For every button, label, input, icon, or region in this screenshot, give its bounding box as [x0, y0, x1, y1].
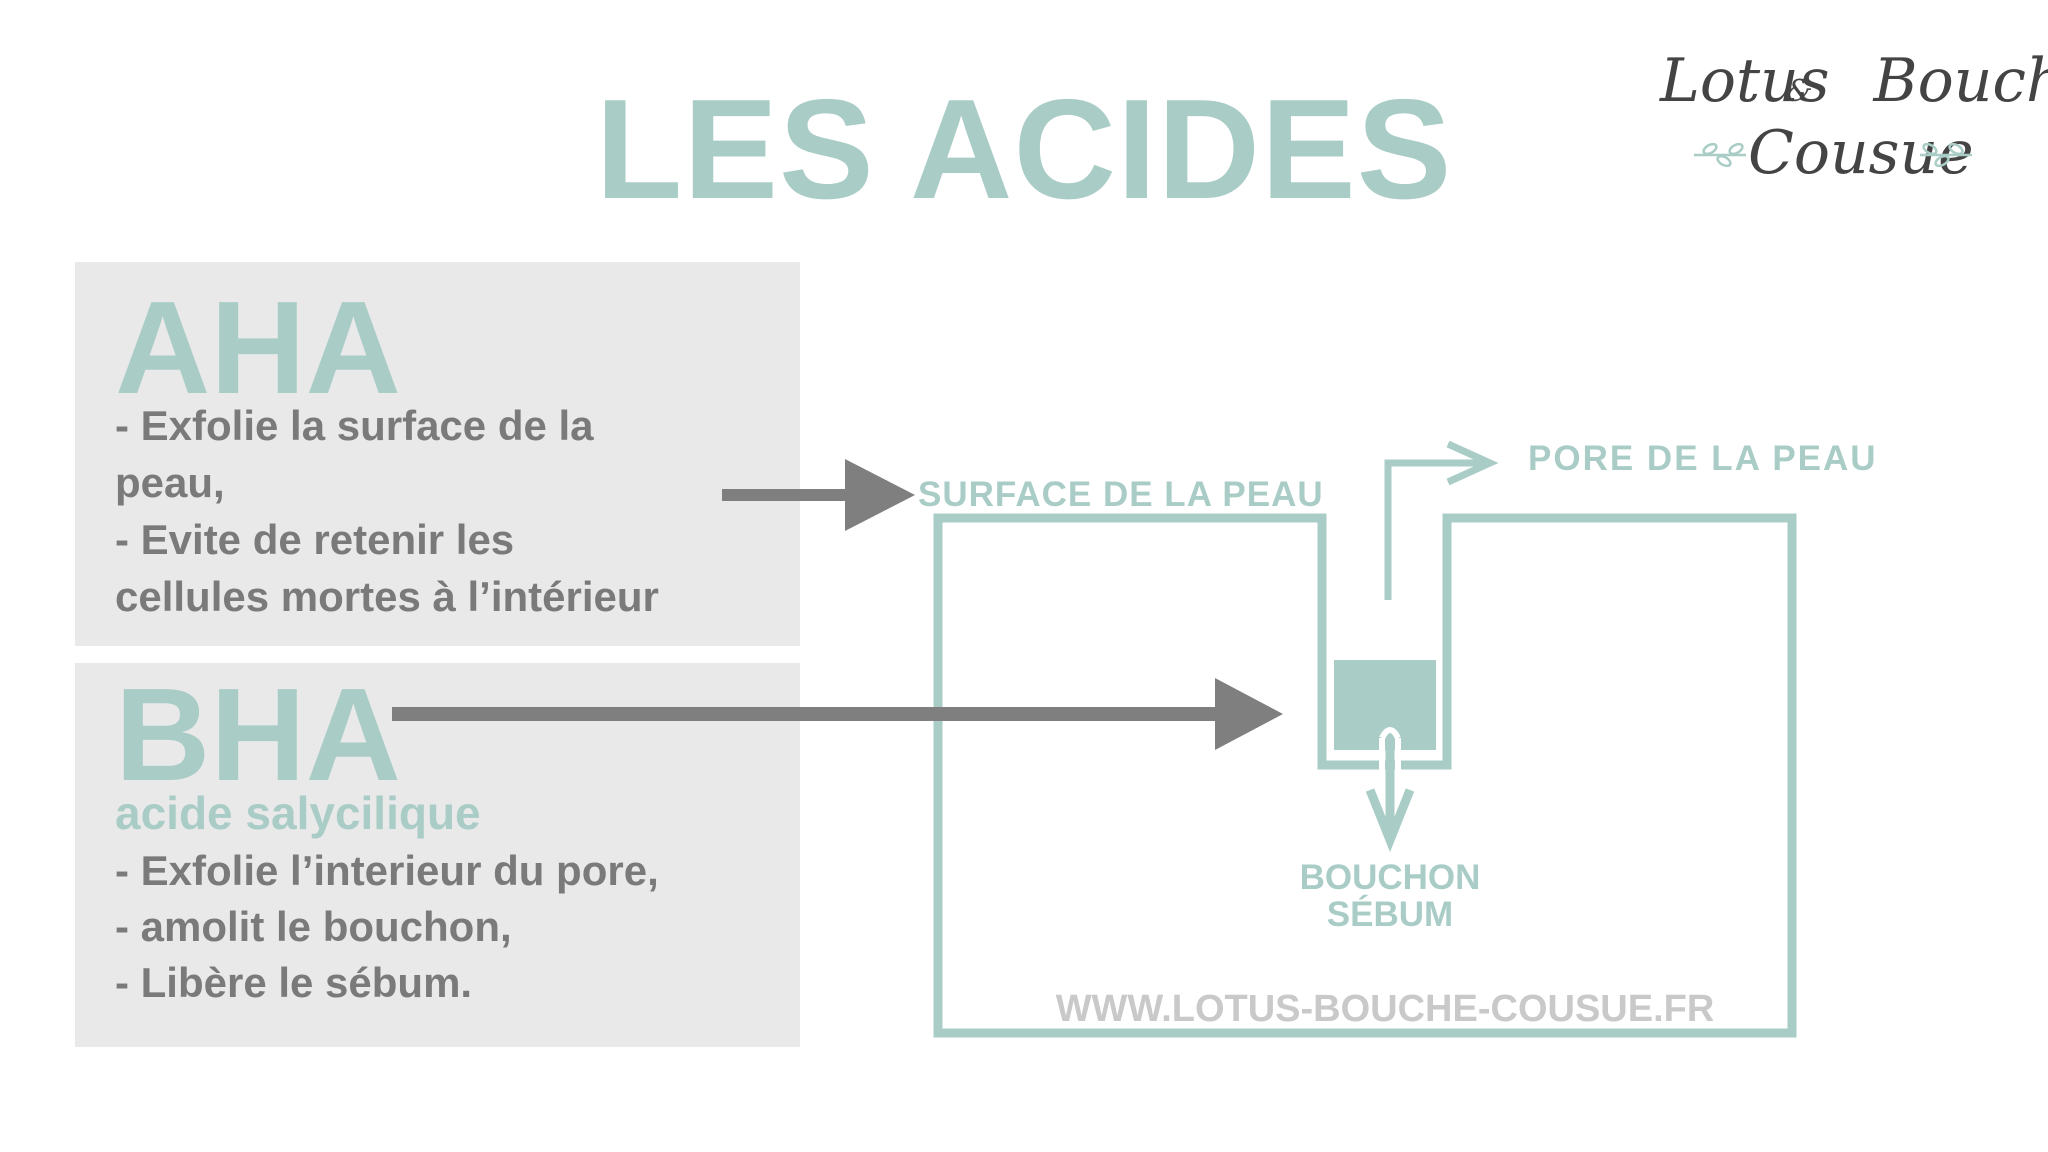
aha-line: peau, — [115, 459, 225, 506]
bha-line: - Exfolie l’interieur du pore, — [115, 847, 659, 894]
bha-subtitle: acide salycilique — [115, 787, 481, 839]
aha-line: - Evite de retenir les — [115, 516, 515, 563]
bha-description: - Exfolie l’interieur du pore, - amolit … — [115, 843, 659, 1011]
brand-logo: LotusBouche & Cousue — [1640, 40, 2048, 200]
page-title: LES ACIDES — [595, 70, 1453, 229]
bha-line: - Libère le sébum. — [115, 959, 473, 1006]
sebum-drip-icon — [1379, 727, 1401, 788]
aha-description: - Exfolie la surface de la peau, - Evite… — [115, 397, 795, 625]
aha-line: - Exfolie la surface de la — [115, 402, 594, 449]
aha-panel: AHA - Exfolie la surface de la peau, - E… — [75, 262, 800, 646]
bha-arrow-head-icon — [1215, 678, 1283, 750]
skin-outline — [933, 513, 1797, 1038]
down-arrow-icon — [1365, 745, 1415, 853]
website-url: WWW.LOTUS-BOUCHE-COUSUE.FR — [1056, 988, 1715, 1030]
leaf-right-icon — [1920, 142, 1972, 168]
logo-ampersand: & — [1786, 74, 1813, 109]
plug-label-line2: SÉBUM — [1327, 894, 1453, 934]
bha-line: - amolit le bouchon, — [115, 903, 512, 950]
aha-heading: AHA — [115, 274, 401, 421]
logo-text-lotus: LotusBouche — [1660, 46, 2048, 116]
pore-arrow-icon — [1384, 440, 1499, 600]
pore-label: PORE DE LA PEAU — [1528, 439, 1878, 478]
aha-line: cellules mortes à l’intérieur — [115, 573, 659, 620]
plug-label-line1: BOUCHON — [1300, 858, 1481, 897]
bha-panel: BHA acide salycilique - Exfolie l’interi… — [75, 663, 800, 1047]
bha-heading: BHA — [115, 661, 401, 808]
aha-arrow-head-icon — [845, 459, 915, 531]
leaf-left-icon — [1694, 142, 1746, 168]
surface-label: SURFACE DE LA PEAU — [918, 475, 1324, 514]
